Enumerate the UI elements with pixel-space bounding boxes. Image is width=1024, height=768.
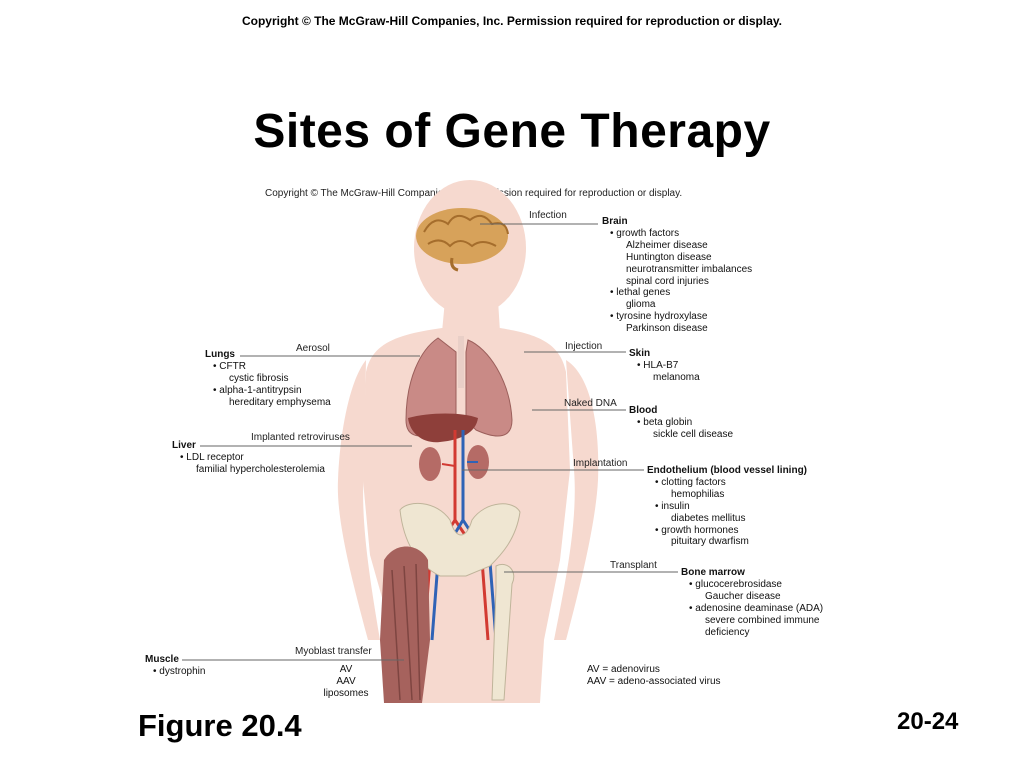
legend-av: AV = adenovirus	[587, 664, 660, 675]
endothelium-line: • clotting factors	[655, 476, 726, 488]
kidney-left-illustration	[419, 447, 441, 481]
brain-line: glioma	[626, 299, 656, 311]
bone-marrow-line: • adenosine deaminase (ADA)	[689, 602, 824, 614]
brain-line: • growth factors	[610, 227, 680, 239]
lungs-line: cystic fibrosis	[229, 372, 289, 384]
brain-illustration	[416, 208, 509, 272]
method-naked-dna: Naked DNA	[564, 398, 617, 409]
slide-copyright: Copyright © The McGraw-Hill Companies, I…	[241, 14, 783, 28]
bone-marrow-heading: Bone marrow	[681, 567, 745, 578]
method-implanted-retroviruses: Implanted retroviruses	[251, 432, 350, 443]
bone-marrow-line: • glucocerebrosidase	[689, 578, 782, 590]
brain-line: • tyrosine hydroxylase	[610, 311, 708, 323]
endothelium-line: diabetes mellitus	[671, 512, 746, 524]
muscle-heading: Muscle	[145, 654, 179, 665]
liver-heading: Liver	[172, 440, 196, 451]
bone-marrow-line: Gaucher disease	[705, 590, 781, 602]
method-injection: Injection	[565, 341, 603, 352]
brain-line: spinal cord injuries	[626, 275, 709, 287]
vector-item: liposomes	[323, 687, 369, 699]
thigh-muscle-illustration	[380, 546, 430, 703]
lungs-line: • CFTR	[213, 360, 246, 372]
skin-line: • HLA-B7	[637, 359, 679, 371]
endothelium-line: pituitary dwarfism	[671, 536, 749, 548]
lungs-line: • alpha-1-antitrypsin	[213, 384, 302, 396]
endothelium-line: hemophilias	[671, 488, 725, 500]
brain-heading: Brain	[602, 216, 628, 227]
endothelium-line: • growth hormones	[655, 524, 739, 536]
vector-item: AAV	[336, 675, 356, 687]
bone-marrow-line: deficiency	[705, 626, 750, 638]
blood-line: sickle cell disease	[653, 428, 734, 440]
liver-block: Liver • LDL receptor familial hyperchole…	[172, 440, 325, 476]
brain-line: Alzheimer disease	[626, 239, 708, 251]
brain-line: neurotransmitter imbalances	[626, 263, 753, 275]
brain-line: • lethal genes	[610, 287, 671, 299]
method-aerosol: Aerosol	[296, 343, 330, 354]
method-infection: Infection	[529, 210, 567, 221]
figure-label: Figure 20.4	[138, 708, 302, 743]
pelvis-illustration	[399, 502, 521, 577]
muscle-block: Muscle • dystrophin	[145, 654, 205, 678]
slide-title: Sites of Gene Therapy	[253, 105, 771, 158]
bone-marrow-line: severe combined immune	[705, 614, 820, 626]
lungs-illustration	[405, 336, 513, 437]
lungs-line: hereditary emphysema	[229, 396, 331, 408]
skin-block: Skin • HLA-B7 melanoma	[629, 348, 700, 384]
skin-line: melanoma	[653, 371, 700, 383]
liver-line: familial hypercholesterolemia	[196, 463, 325, 475]
leader-lines	[182, 223, 678, 661]
endothelium-block: Endothelium (blood vessel lining) • clot…	[647, 465, 807, 548]
lungs-block: Lungs • CFTR cystic fibrosis • alpha-1-a…	[205, 349, 331, 409]
method-implantation: Implantation	[573, 458, 628, 469]
brain-line: Huntington disease	[626, 251, 712, 263]
blood-line: • beta globin	[637, 416, 693, 428]
bone-marrow-block: Bone marrow • glucocerebrosidase Gaucher…	[681, 567, 823, 638]
brain-block: Brain • growth factors Alzheimer disease…	[602, 216, 752, 335]
page-number: 20-24	[897, 708, 959, 735]
femur-illustration	[491, 564, 515, 701]
endothelium-heading: Endothelium (blood vessel lining)	[647, 465, 808, 476]
blood-block: Blood • beta globin sickle cell disease	[629, 405, 733, 441]
skin-heading: Skin	[629, 348, 651, 359]
liver-illustration	[408, 413, 478, 443]
legend-aav: AAV = adeno-associated virus	[587, 675, 721, 687]
vector-item: AV	[339, 664, 353, 675]
method-transplant: Transplant	[610, 560, 657, 571]
brain-line: Parkinson disease	[626, 323, 708, 335]
muscle-line: • dystrophin	[153, 665, 206, 677]
abbreviation-legend: AV = adenovirus AAV = adeno-associated v…	[587, 664, 721, 688]
muscle-vectors: AV AAV liposomes	[322, 664, 370, 700]
liver-line: • LDL receptor	[180, 451, 244, 463]
method-myoblast-transfer: Myoblast transfer	[295, 646, 372, 657]
endothelium-line: • insulin	[655, 500, 690, 512]
blood-heading: Blood	[629, 405, 658, 416]
lungs-heading: Lungs	[205, 349, 235, 360]
